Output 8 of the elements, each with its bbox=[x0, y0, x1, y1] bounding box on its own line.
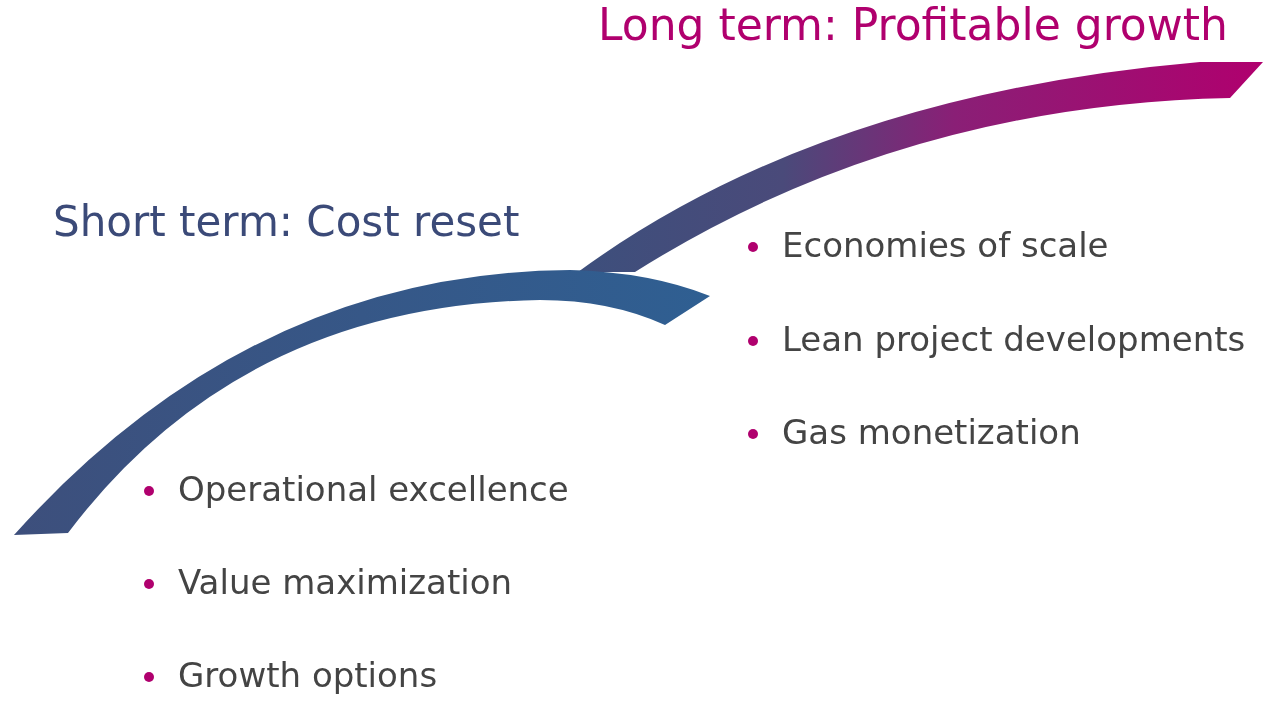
bullet-text: Operational excellence bbox=[178, 470, 569, 510]
bullet-text: Growth options bbox=[178, 656, 438, 696]
bullet-text: Value maximization bbox=[178, 563, 513, 603]
bullet-text: Gas monetization bbox=[782, 413, 1081, 453]
section-heading: Short term: Cost reset bbox=[53, 198, 520, 247]
bullet-text: Lean project developments bbox=[782, 320, 1246, 360]
bullet-text: Economies of scale bbox=[782, 226, 1109, 266]
section-heading: Long term: Profitable growth bbox=[598, 0, 1228, 51]
